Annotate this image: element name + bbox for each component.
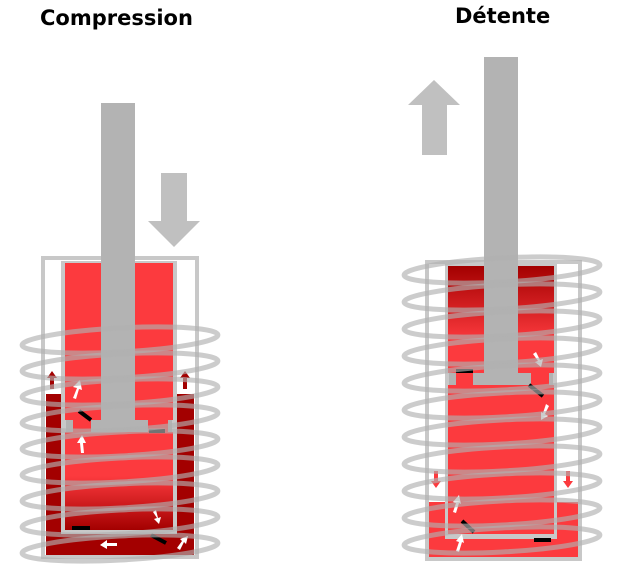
piston-rod [101, 103, 135, 423]
down-arrow-icon [148, 173, 200, 247]
piston-port [456, 373, 473, 385]
base-valve-closed [72, 526, 90, 530]
flow-arrow-icon [456, 534, 464, 552]
rebound-spring-coil [401, 254, 603, 286]
rebound-title: Détente [455, 4, 551, 28]
flow-arrow-icon [77, 435, 86, 453]
rebound-spring-coil [401, 308, 603, 340]
compression-title: Compression [40, 6, 193, 30]
flow-arrow-icon [153, 510, 161, 524]
rebound-spring-coil [401, 470, 603, 502]
rebound-spring-coil [401, 443, 603, 475]
piston-port [531, 373, 549, 385]
rebound-spring-coil [401, 281, 603, 313]
rebound-spring-coil [401, 389, 603, 421]
rebound-spring-coil [401, 416, 603, 448]
rebound-spring-coil [401, 335, 603, 367]
rebound-shock [408, 57, 582, 561]
piston-rod [484, 57, 518, 375]
valve-open [77, 409, 93, 422]
rebound-spring-coil [401, 362, 603, 394]
piston [449, 373, 553, 385]
springs [19, 254, 603, 564]
lower-chamber-oil [448, 385, 554, 534]
up-arrow-icon [408, 80, 460, 155]
flow-arrow-icon [177, 536, 188, 550]
flow-arrow-red-icon [563, 471, 573, 488]
compression-spring-coil [19, 532, 221, 564]
rebound-spring-coil [401, 524, 603, 556]
base-valve-closed [534, 538, 551, 542]
rebound-spring-coil [401, 497, 603, 529]
flow-arrow-icon [100, 540, 117, 549]
